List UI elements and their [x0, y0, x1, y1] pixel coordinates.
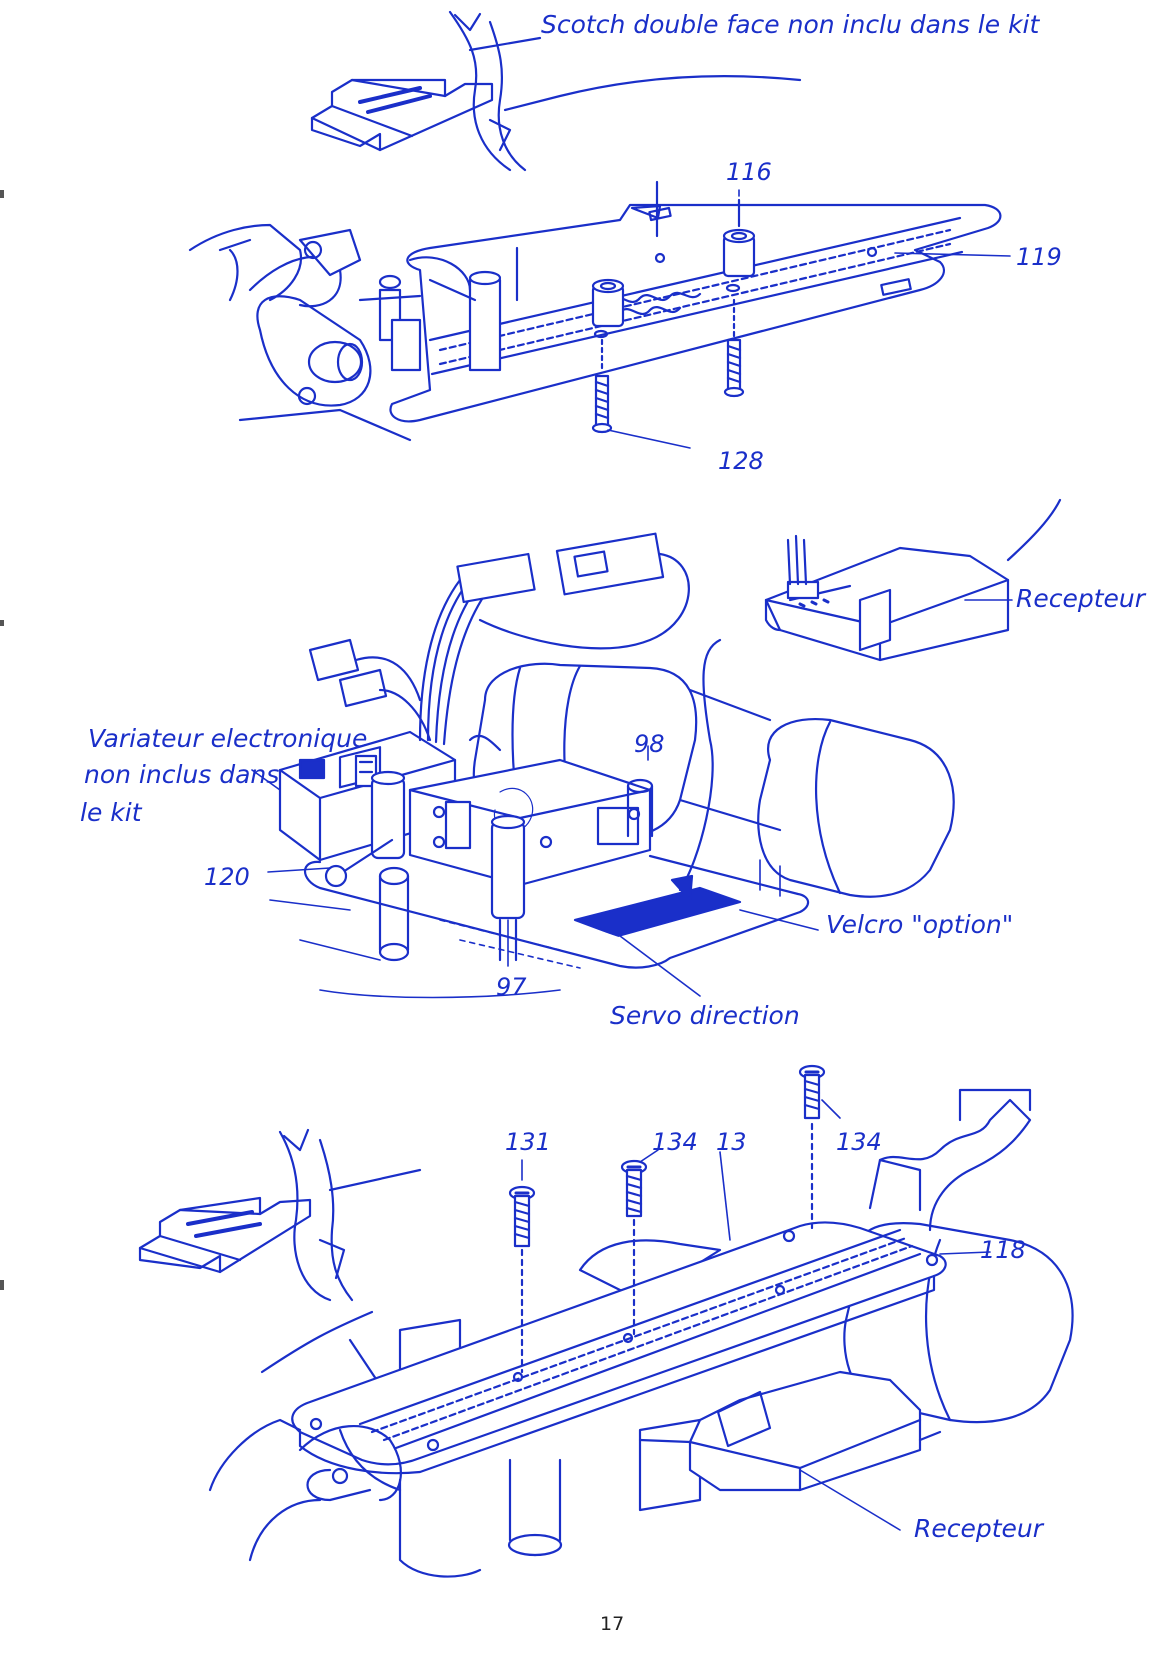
servo-saver-assembly-top — [188, 223, 502, 442]
tape-ribbon-top-right — [868, 1088, 1032, 1232]
part-number-128: 128 — [718, 447, 764, 475]
tape-strip-top — [448, 10, 802, 172]
binding-mark-top — [0, 190, 4, 198]
tape-bracket-bottom — [138, 1128, 422, 1302]
diagram-3-cover-plate — [138, 1064, 1074, 1578]
label-velcro-option: Velcro "option" — [826, 910, 1014, 939]
label-double-sided-tape: Scotch double face non inclu dans le kit — [541, 10, 1040, 39]
part-number-131: 131 — [505, 1128, 551, 1156]
label-receiver-top: Recepteur — [1016, 584, 1146, 613]
leader-lines-diagram-1 — [607, 189, 1011, 449]
diagram-2-electronics — [251, 498, 1062, 999]
label-esc-line-1: Variateur electronique — [88, 724, 368, 753]
leader-lines-diagram-2 — [251, 599, 1013, 997]
label-esc-line-2: non inclus dans — [84, 760, 280, 789]
electronics-plate — [303, 838, 810, 969]
label-steering-servo: Servo direction — [610, 1001, 800, 1030]
esc-wires-connectors — [308, 532, 690, 752]
part-number-13: 13 — [716, 1128, 747, 1156]
screw-134-left — [620, 1159, 648, 1336]
velcro-pad — [573, 886, 742, 939]
binding-mark-middle — [0, 620, 4, 626]
leader-lines-diagram-3 — [521, 1099, 991, 1531]
part-number-116: 116 — [726, 158, 772, 186]
servo-saver-assembly-bottom — [208, 1418, 402, 1562]
screw-134-right — [798, 1064, 826, 1230]
receiver-top-diagram — [670, 498, 1062, 902]
part-number-134-left: 134 — [652, 1128, 698, 1156]
part-number-97: 97 — [496, 973, 527, 1001]
part-number-120: 120 — [204, 863, 250, 891]
steering-servo — [408, 758, 652, 887]
part-number-119: 119 — [1016, 243, 1062, 271]
standoff-116 — [515, 180, 756, 339]
page-number: 17 — [600, 1613, 625, 1635]
part-number-98: 98 — [634, 730, 665, 758]
screw-128 — [591, 298, 745, 434]
receiver-bottom-diagram — [638, 1370, 942, 1492]
chassis-hints-diagram-2 — [269, 859, 781, 999]
binding-mark-bottom — [0, 1280, 4, 1290]
screw-131 — [508, 1185, 536, 1374]
diagram-1-chassis-plate — [188, 10, 1011, 449]
label-esc-line-3: le kit — [80, 798, 142, 827]
standoff-posts-97-98 — [370, 770, 654, 920]
part-number-118: 118 — [980, 1236, 1026, 1264]
tape-bracket-top — [310, 78, 494, 152]
radio-plate-119 — [389, 203, 1002, 423]
part-number-134-right: 134 — [836, 1128, 882, 1156]
label-receiver-bottom: Recepteur — [914, 1514, 1044, 1543]
